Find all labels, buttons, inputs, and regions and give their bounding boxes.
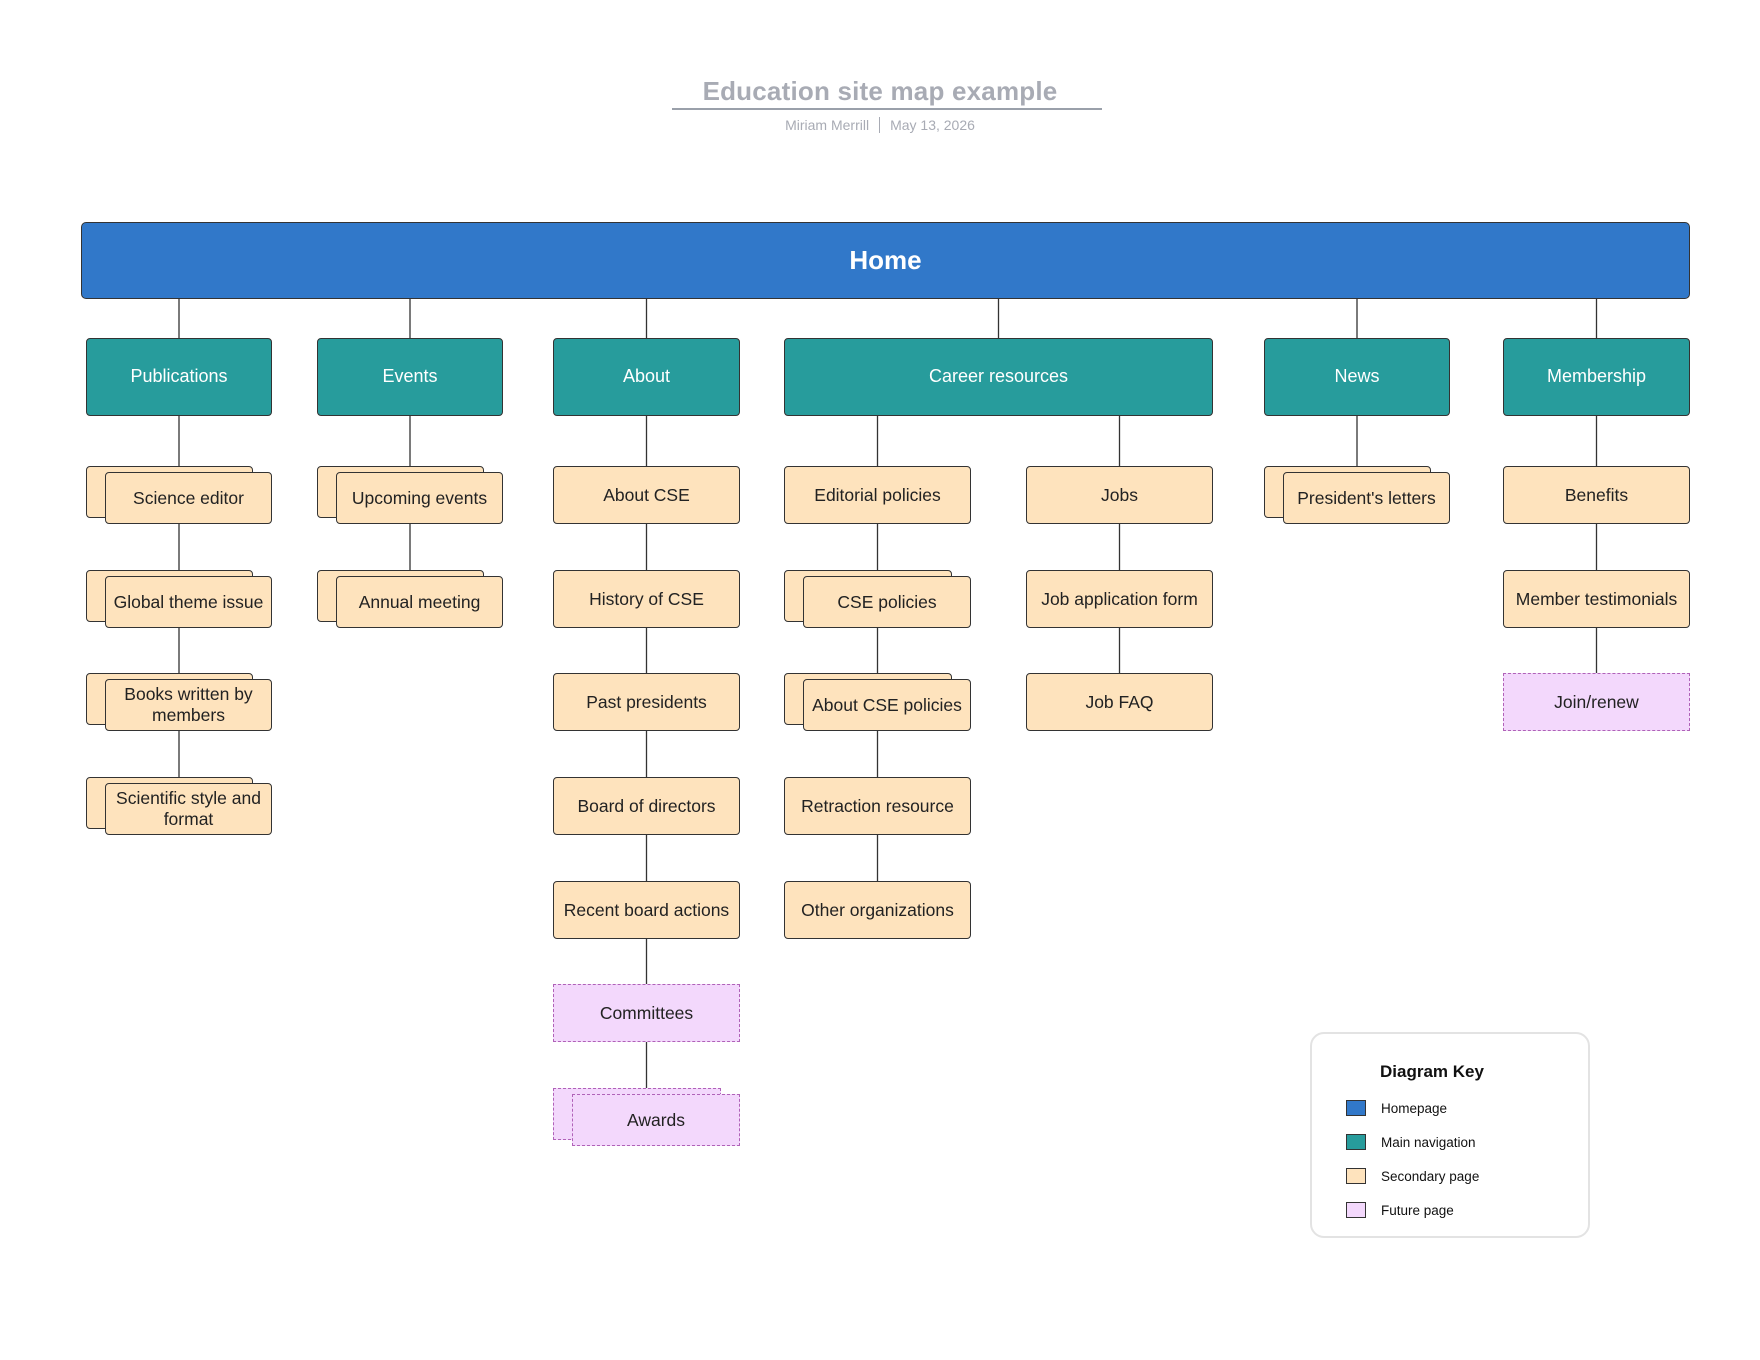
nav-node-events[interactable]: Events: [317, 338, 503, 416]
page-node-history-of-cse[interactable]: History of CSE: [553, 570, 740, 628]
key-item-future-page: Future page: [1346, 1202, 1454, 1218]
page-node-jobs[interactable]: Jobs: [1026, 466, 1213, 524]
key-label-main-navigation: Main navigation: [1381, 1134, 1476, 1150]
byline: Miriam Merrill May 13, 2026: [0, 117, 1760, 133]
page-node-board-of-directors[interactable]: Board of directors: [553, 777, 740, 835]
page-node-other-organizations[interactable]: Other organizations: [784, 881, 971, 939]
key-swatch-secondary-page: [1346, 1168, 1366, 1184]
page-node-upcoming-events[interactable]: Upcoming events: [336, 472, 503, 524]
title-underline: [672, 108, 1102, 110]
key-label-homepage: Homepage: [1381, 1100, 1448, 1116]
key-item-homepage: Homepage: [1346, 1100, 1447, 1116]
key-swatch-main-navigation: [1346, 1134, 1366, 1150]
page-node-scientific-style-and-format[interactable]: Scientific style and format: [105, 783, 272, 835]
page-node-global-theme-issue[interactable]: Global theme issue: [105, 576, 272, 628]
key-item-main-navigation: Main navigation: [1346, 1134, 1476, 1150]
byline-separator: [879, 117, 881, 133]
page-node-annual-meeting[interactable]: Annual meeting: [336, 576, 503, 628]
diagram-key-title: Diagram Key: [1380, 1062, 1484, 1081]
nav-node-publications[interactable]: Publications: [86, 338, 272, 416]
node-home[interactable]: Home: [81, 222, 1690, 299]
nav-node-membership[interactable]: Membership: [1503, 338, 1690, 416]
page-node-job-faq[interactable]: Job FAQ: [1026, 673, 1213, 731]
page-node-science-editor[interactable]: Science editor: [105, 472, 272, 524]
key-item-secondary-page: Secondary page: [1346, 1168, 1479, 1184]
key-swatch-future-page: [1346, 1202, 1366, 1218]
page-node-retraction-resource[interactable]: Retraction resource: [784, 777, 971, 835]
key-label-secondary-page: Secondary page: [1381, 1168, 1480, 1184]
page-node-member-testimonials[interactable]: Member testimonials: [1503, 570, 1690, 628]
key-swatch-homepage: [1346, 1100, 1366, 1116]
page-node-editorial-policies[interactable]: Editorial policies: [784, 466, 971, 524]
nav-node-about[interactable]: About: [553, 338, 740, 416]
diagram-header: Education site map example Miriam Merril…: [0, 0, 1760, 150]
diagram-date: May 13, 2026: [890, 117, 975, 133]
page-node-committees[interactable]: Committees: [553, 984, 740, 1042]
page-node-about-cse[interactable]: About CSE: [553, 466, 740, 524]
page-node-recent-board-actions[interactable]: Recent board actions: [553, 881, 740, 939]
nav-node-news[interactable]: News: [1264, 338, 1450, 416]
page-node-job-application-form[interactable]: Job application form: [1026, 570, 1213, 628]
author-name: Miriam Merrill: [785, 117, 870, 133]
page-node-past-presidents[interactable]: Past presidents: [553, 673, 740, 731]
page-node-join-renew[interactable]: Join/renew: [1503, 673, 1690, 731]
page-node-books-written-by-members[interactable]: Books written by members: [105, 679, 272, 731]
page-node-about-cse-policies[interactable]: About CSE policies: [803, 679, 971, 731]
page-node-awards[interactable]: Awards: [572, 1094, 740, 1146]
nav-node-career-resources[interactable]: Career resources: [784, 338, 1213, 416]
page-node-president-s-letters[interactable]: President's letters: [1283, 472, 1450, 524]
page-node-cse-policies[interactable]: CSE policies: [803, 576, 971, 628]
key-label-future-page: Future page: [1381, 1202, 1454, 1218]
page-node-benefits[interactable]: Benefits: [1503, 466, 1690, 524]
diagram-title: Education site map example: [702, 76, 1058, 106]
diagram-key: Diagram Key Homepage Main navigation Sec…: [1310, 1032, 1590, 1238]
